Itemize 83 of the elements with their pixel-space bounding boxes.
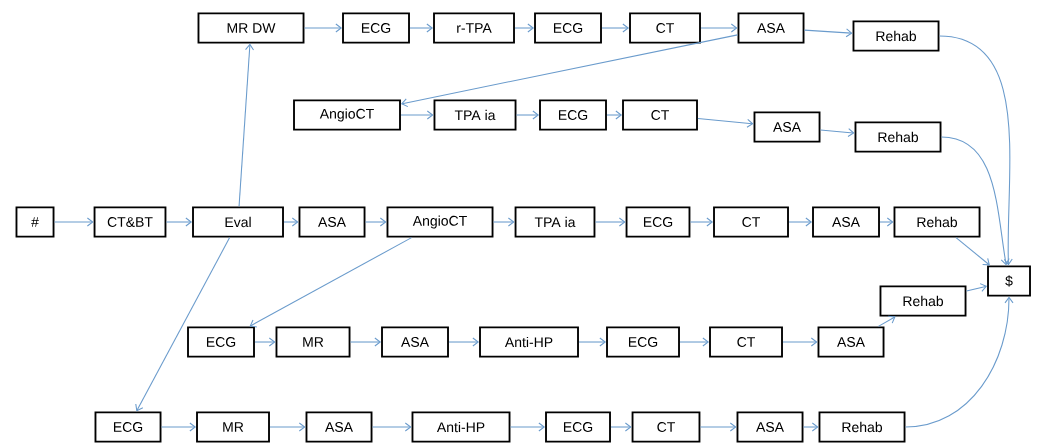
arrow [578, 337, 607, 347]
arrow [364, 217, 387, 227]
arrow [606, 110, 623, 120]
arrow [697, 118, 754, 128]
arrow [782, 337, 818, 347]
process-box: Rehab [852, 20, 940, 52]
arrow [509, 422, 546, 432]
process-box: ECG [342, 12, 410, 44]
process-box: CT [629, 12, 701, 44]
process-box: ASA [812, 206, 880, 238]
process-box: ECG [534, 12, 602, 44]
process-box: ASA [381, 326, 449, 358]
process-box: ASA [305, 411, 373, 443]
arrow [601, 23, 630, 33]
arrow [448, 337, 480, 347]
process-box: TPA ia [514, 206, 596, 238]
arrow [249, 237, 413, 328]
process-box: MR [275, 326, 351, 358]
process-box: TPA ia [433, 99, 517, 131]
arrow [135, 237, 231, 412]
arrow [938, 35, 1013, 266]
process-box: ASA [736, 411, 804, 443]
process-box: CT [709, 326, 783, 358]
process-box: ECG [606, 326, 680, 358]
arrow [371, 422, 412, 432]
process-box: ECG [187, 326, 255, 358]
process-box: ASA [298, 206, 366, 238]
arrow [165, 217, 193, 227]
process-box: AngioCT [293, 99, 401, 131]
process-box: CT&BT [93, 206, 167, 238]
arrow [802, 422, 819, 432]
process-box: MR [196, 411, 270, 443]
arrow [699, 422, 737, 432]
arrow [940, 136, 1010, 266]
arrow [349, 337, 382, 347]
process-box: # [15, 206, 55, 238]
process-box: Eval [192, 206, 284, 238]
arrow [879, 217, 894, 227]
process-box: ASA [753, 111, 821, 143]
process-box: Rehab [854, 121, 942, 153]
process-box: r-TPA [433, 12, 515, 44]
process-box: Rehab [818, 411, 906, 443]
arrow [409, 23, 434, 33]
arrow [788, 217, 813, 227]
arrow [689, 217, 714, 227]
process-box: ECG [625, 206, 691, 238]
process-box: ECG [539, 99, 607, 131]
arrow [238, 43, 255, 207]
arrow [283, 217, 299, 227]
arrow [492, 217, 515, 227]
process-box: Rehab [879, 285, 967, 317]
arrow [400, 110, 434, 120]
process-box: MR DW [197, 12, 305, 44]
arrow [803, 28, 853, 38]
process-box: Anti-HP [479, 326, 579, 358]
process-box: ECG [94, 411, 162, 443]
process-box: Rehab [893, 206, 981, 238]
arrow [514, 23, 535, 33]
arrow [610, 422, 632, 432]
process-box: AngioCT [386, 206, 494, 238]
process-box: Anti-HP [411, 411, 511, 443]
process-box: ASA [817, 326, 885, 358]
process-box: ECG [545, 411, 611, 443]
arrow [269, 422, 306, 432]
arrow [700, 23, 738, 33]
arrow [594, 217, 626, 227]
arrow [303, 23, 343, 33]
arrow [53, 217, 94, 227]
arrow [679, 337, 710, 347]
arrow [904, 296, 1014, 428]
arrow [819, 128, 855, 138]
arrow [955, 237, 990, 266]
arrow [254, 337, 276, 347]
process-box: ASA [737, 12, 805, 44]
process-box: CT [622, 99, 698, 131]
arrow [400, 34, 739, 108]
process-box: CT [713, 206, 789, 238]
arrow [160, 422, 197, 432]
arrow [965, 283, 988, 292]
arrow [877, 315, 896, 327]
process-box: CT [631, 411, 701, 443]
process-box: $ [987, 265, 1031, 297]
arrow [515, 110, 540, 120]
